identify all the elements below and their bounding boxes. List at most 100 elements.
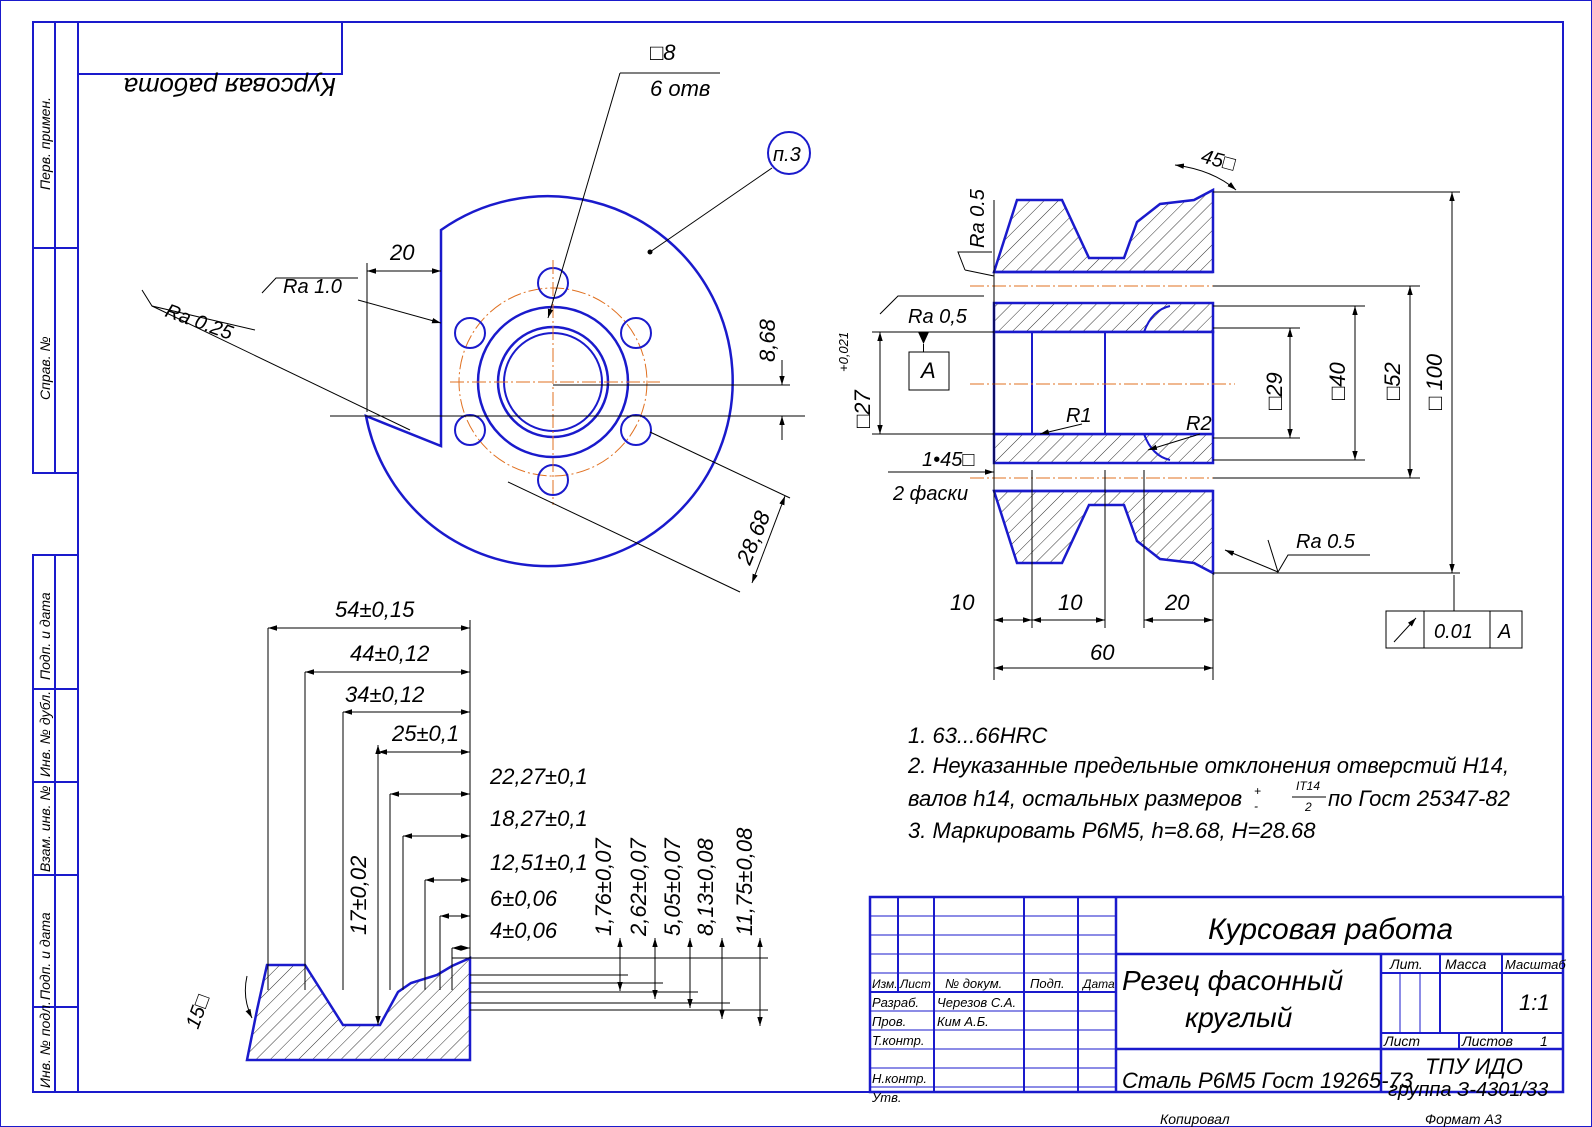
mirrored-stamp-text: Курсовая работа	[124, 72, 336, 102]
note-frac-sign-top: +	[1254, 784, 1261, 798]
sheet-label: Лист	[1383, 1033, 1420, 1049]
razrab-name: Черезов С.А.	[937, 995, 1016, 1010]
sheets-count: 1	[1540, 1033, 1548, 1049]
hole-6	[454, 317, 486, 349]
hdr-lit: Лит.	[1389, 956, 1423, 972]
note-frac-num: IT14	[1296, 779, 1320, 793]
note-ref-text: п.3	[773, 144, 801, 166]
title-org-line1: ТПУ ИДО	[1425, 1054, 1523, 1079]
row-utv: Утв.	[871, 1090, 902, 1105]
note-2b: валов h14, остальных размеров	[908, 786, 1242, 811]
r2-label: R2	[1186, 413, 1212, 435]
h-dim-label-2: 34±0,12	[345, 682, 424, 707]
row-nkontr: Н.контр.	[872, 1071, 927, 1086]
note-2a: 2. Неуказанные предельные отклонения отв…	[907, 753, 1509, 778]
row-tkontr: Т.контр.	[872, 1033, 924, 1048]
note-1: 1. 63...66HRC	[908, 723, 1048, 748]
section-view: 10 10 20 60 □ 100 □52 □40 □29 □27 +0,021…	[836, 146, 1523, 680]
dim-10-a: 10	[950, 590, 975, 615]
hdr-masshtab: Масштаб	[1505, 957, 1566, 972]
dia-40: □40	[1325, 361, 1350, 400]
dim-8-68: 8,68	[755, 318, 780, 362]
cutter-disc-outline	[364, 194, 734, 568]
ra-1-0: Ra 1.0	[283, 276, 342, 298]
title-part-line2: круглый	[1185, 1002, 1293, 1033]
kopiroval: Копировал	[1160, 1111, 1230, 1127]
dia-29: □29	[1262, 372, 1287, 410]
dim-60: 60	[1090, 640, 1115, 665]
tol-27: +0,021	[836, 332, 851, 372]
ra-0-25: Ra 0.25	[162, 300, 236, 345]
r1-label: R1	[1066, 405, 1092, 427]
side-label-perv-primen: Перв. примен.	[37, 97, 53, 190]
dia-100: □ 100	[1422, 353, 1447, 410]
front-view: 8,68 20 Ra 1.0 Ra 0.25 □8 6 отв п.3 28,6…	[141, 40, 811, 593]
hole-2	[620, 317, 652, 349]
mirrored-stamp: Курсовая работа	[77, 21, 343, 102]
ra-0-5-top: Ra 0.5	[967, 188, 989, 248]
title-block-grid	[870, 915, 1116, 1088]
h-dim-label-0: 54±0,15	[335, 597, 415, 622]
ra-0-5-bottom: Ra 0.5	[1296, 531, 1356, 553]
h-dim-label-6: 12,51±0,1	[490, 850, 588, 875]
note-3: 3. Маркировать Р6М5, h=8.68, H=28.68	[908, 818, 1316, 843]
title-block: Курсовая работа Резец фасонный круглый С…	[868, 895, 1566, 1127]
ra-0-5-left: Ra 0,5	[908, 306, 968, 328]
v-dim-label-4: 11,75±0,08	[732, 827, 757, 936]
v-dim-label-3: 8,13±0,08	[693, 838, 718, 936]
dim-20-front: 20	[389, 240, 415, 265]
side-label-sprav-no: Справ. №	[37, 336, 53, 400]
hdr-izm: Изм.	[872, 977, 898, 991]
title-part-line1: Резец фасонный	[1122, 965, 1344, 996]
scale-value: 1:1	[1519, 990, 1550, 1015]
angle-45: 45□	[1199, 146, 1238, 176]
runout-value: 0.01	[1434, 621, 1473, 643]
dim-10-b: 10	[1058, 590, 1083, 615]
datum-box	[908, 351, 950, 391]
h-dim-label-7: 6±0,06	[490, 886, 558, 911]
profile-view: 54±0,1544±0,1234±0,1225±0,122,27±0,118,2…	[182, 597, 768, 1062]
sheets-label: Листов	[1461, 1033, 1513, 1049]
v-dim-label-0: 1,76±0,07	[591, 838, 616, 936]
dia-27: □27	[850, 389, 875, 428]
title-material: Сталь Р6М5 Гост 19265-73	[1122, 1068, 1414, 1093]
holes-count: 6 отв	[650, 76, 710, 101]
angle-15: 15□	[182, 992, 214, 1032]
h-dim-label-8: 4±0,06	[490, 918, 558, 943]
hdr-massa: Масса	[1445, 956, 1487, 972]
hdr-list: Лист	[899, 977, 931, 991]
section-bore	[992, 330, 1215, 436]
dim-17: 17±0,02	[346, 856, 371, 935]
technical-notes: 1. 63...66HRC 2. Неуказанные предельные …	[907, 723, 1510, 843]
note-frac-sign-bottom: -	[1254, 799, 1258, 813]
chamfer-count: 2 фаски	[892, 483, 968, 505]
v-dim-label-1: 2,62±0,07	[626, 838, 651, 937]
side-label-inv-podl: Инв. № подл.	[37, 1001, 53, 1088]
hdr-data: Дата	[1081, 977, 1115, 991]
v-dim-label-2: 5,05±0,07	[660, 838, 685, 936]
side-label-inv-dubl: Инв. № дубл.	[37, 691, 53, 777]
side-stamp: Перв. примен. Справ. № Подп. и дата Инв.…	[32, 21, 79, 1093]
holes-size: □8	[650, 40, 676, 65]
section-hatch-lower	[992, 489, 1215, 576]
note-frac-den: 2	[1304, 800, 1312, 814]
dia-52: □52	[1380, 362, 1405, 400]
hdr-docum: № докум.	[945, 976, 1002, 991]
title-main: Курсовая работа	[1208, 913, 1453, 946]
hole-3	[620, 414, 652, 446]
hole-5	[454, 414, 486, 446]
h-dim-label-4: 22,27±0,1	[489, 764, 588, 789]
vertical-dimensions: 1,76±0,07 2,62±0,07 5,05±0,07 8,13±0,08 11,7…	[452, 827, 768, 1026]
section-hatch-upper	[992, 187, 1215, 274]
runout-datum: A	[1497, 621, 1511, 643]
chamfer-label: 1•45□	[922, 449, 974, 471]
format-label: Формат А3	[1425, 1111, 1502, 1127]
row-razrab: Разраб.	[872, 995, 919, 1010]
side-label-vzam-inv: Взам. инв. №	[37, 785, 53, 872]
note-2c: по Гост 25347-82	[1328, 786, 1510, 811]
horizontal-dimensions: 54±0,1544±0,1234±0,1225±0,122,27±0,118,2…	[267, 597, 588, 990]
note-ref-bubble	[767, 131, 811, 175]
title-org-line2: группа З-4301/33	[1388, 1079, 1548, 1101]
dim-20-section: 20	[1164, 590, 1190, 615]
